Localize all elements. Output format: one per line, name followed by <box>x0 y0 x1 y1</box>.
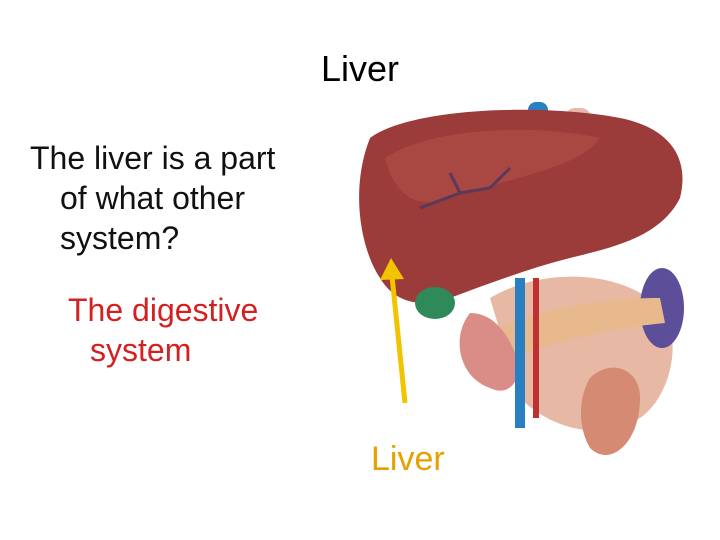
intestine <box>459 313 519 391</box>
kidney <box>581 367 640 455</box>
liver-anatomy-illustration <box>359 102 684 455</box>
answer-line-1: The digestive <box>68 292 259 328</box>
question-line-3: system? <box>60 220 180 256</box>
gallbladder <box>415 287 455 319</box>
answer-line-2: system <box>90 332 192 368</box>
answer-text: The digestive system <box>68 290 328 370</box>
arrow-up-icon <box>380 258 408 404</box>
slide-title: Liver <box>0 48 720 90</box>
pancreas <box>500 298 665 358</box>
slide-title-text: Liver <box>320 48 400 89</box>
question-text: The liver is a part of what other system… <box>30 138 320 258</box>
liver-highlight <box>385 129 600 203</box>
question-line-1: The liver is a part <box>30 140 276 176</box>
figure-caption: Liver <box>371 440 445 478</box>
liver-veins <box>419 166 512 210</box>
question-line-2: of what other <box>60 180 245 216</box>
